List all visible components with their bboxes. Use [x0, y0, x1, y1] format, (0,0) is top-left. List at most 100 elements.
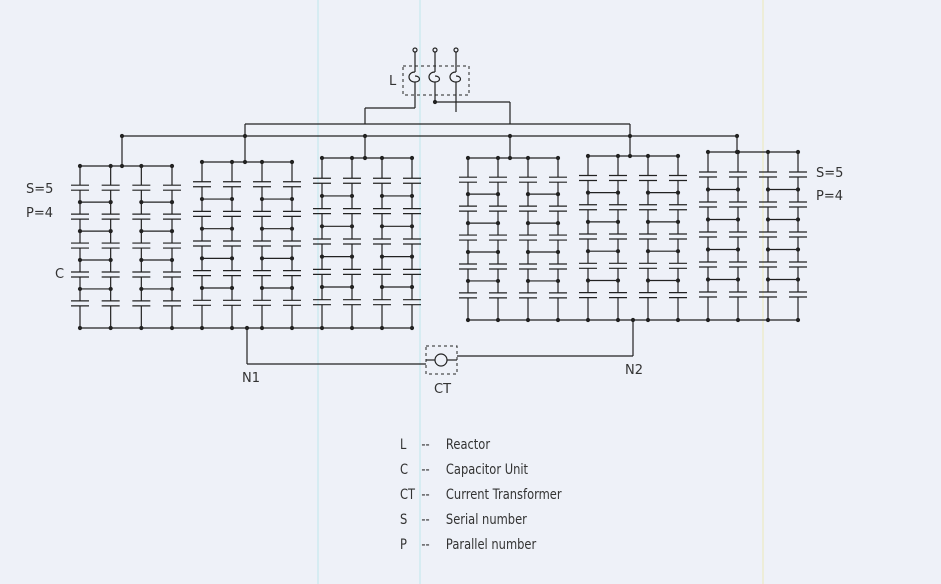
legend-text: Parallel number: [445, 536, 537, 553]
junction-dot: [705, 247, 711, 252]
junction-dot: [495, 249, 501, 255]
parallel-count-right: P=4: [816, 189, 843, 204]
junction-dot: [119, 163, 125, 169]
junction-dot: [259, 285, 265, 291]
junction-dot: [139, 200, 144, 205]
junction-dot: [585, 153, 591, 159]
junction-dot: [379, 224, 385, 229]
junction-dot: [675, 190, 681, 195]
junction-dots: [77, 99, 801, 331]
junction-dot: [465, 317, 471, 323]
junction-dot: [289, 325, 295, 331]
junction-dot: [555, 155, 561, 161]
junction-dot: [675, 249, 681, 254]
reactor-symbol: [402, 65, 470, 96]
junction-dot: [585, 219, 591, 224]
junction-dot: [108, 228, 113, 234]
legend-key: CT: [400, 486, 416, 503]
junction-dot: [379, 193, 385, 199]
junction-dot: [645, 249, 651, 254]
reactor-coil: [449, 71, 462, 83]
junction-dot: [108, 286, 113, 292]
junction-dot: [495, 278, 501, 284]
ct-dashed-box: [425, 345, 458, 375]
junction-dot: [139, 257, 144, 263]
junction-dot: [349, 284, 355, 290]
junction-dot: [349, 193, 355, 199]
junction-dot: [705, 217, 711, 222]
junction-dot: [645, 153, 651, 159]
junction-dot: [705, 317, 711, 323]
junction-dot: [229, 256, 235, 261]
junction-dot: [675, 219, 681, 224]
reactor-coil: [408, 71, 421, 83]
junction-dot: [615, 190, 621, 195]
junction-dot: [108, 325, 113, 331]
junction-dot: [585, 317, 591, 323]
junction-dot: [555, 192, 561, 197]
wiring: [79, 47, 799, 365]
junction-dot: [615, 219, 621, 224]
junction-dot: [362, 133, 368, 139]
junction-dot: [379, 155, 385, 161]
junction-dot: [349, 325, 355, 331]
junction-dot: [379, 254, 385, 259]
junction-dot: [259, 159, 265, 165]
junction-dot: [229, 226, 235, 231]
junction-dot: [734, 133, 740, 139]
junction-dot: [289, 226, 295, 231]
legend-dash: --: [421, 461, 430, 478]
junction-dot: [765, 247, 771, 252]
junction-dot: [645, 219, 651, 224]
junction-dot: [585, 190, 591, 195]
neutral-n2-label: N2: [625, 363, 643, 378]
capacitor-label: C: [55, 267, 64, 282]
junction-dot: [765, 187, 771, 192]
junction-dot: [555, 317, 561, 323]
legend: L -- Reactor C -- Capacitor Unit CT -- C…: [400, 432, 562, 557]
junction-dot: [645, 278, 651, 283]
junction-dot: [525, 249, 531, 255]
junction-dot: [77, 163, 83, 169]
junction-dot: [349, 155, 355, 161]
junction-dot: [555, 249, 561, 255]
serial-count-left: S=5: [26, 182, 53, 197]
junction-dot: [409, 284, 415, 290]
junction-dot: [525, 220, 531, 226]
legend-dash: --: [421, 536, 430, 553]
junction-dot: [259, 226, 265, 231]
junction-dot: [139, 286, 144, 292]
junction-dot: [199, 226, 205, 231]
junction-dot: [615, 249, 621, 254]
junction-dot: [244, 325, 250, 331]
junction-dot: [432, 99, 438, 105]
ct-label: CT: [434, 382, 451, 397]
junction-dot: [319, 325, 325, 331]
junction-dot: [409, 155, 415, 161]
current-transformer-symbol: [425, 345, 458, 375]
junction-dot: [229, 325, 235, 331]
junction-dot: [199, 159, 205, 165]
junction-dot: [77, 325, 83, 331]
junction-dot: [795, 187, 801, 192]
junction-dot: [525, 192, 531, 197]
junction-dot: [119, 133, 125, 139]
legend-dash: --: [421, 436, 430, 453]
junction-dot: [259, 325, 265, 331]
junction-dot: [765, 217, 771, 222]
junction-dot: [495, 192, 501, 197]
junction-dot: [289, 196, 295, 202]
junction-dot: [108, 163, 113, 169]
serial-count-right: S=5: [816, 166, 843, 181]
junction-dot: [229, 196, 235, 202]
legend-key: C: [400, 461, 409, 478]
reactor-coil: [428, 71, 441, 83]
junction-dot: [735, 149, 741, 155]
junction-dot: [229, 285, 235, 291]
junction-dot: [525, 278, 531, 284]
reactor-dashed-box: [402, 65, 470, 96]
junction-dot: [465, 155, 471, 161]
legend-dash: --: [421, 486, 430, 503]
junction-dot: [795, 217, 801, 222]
